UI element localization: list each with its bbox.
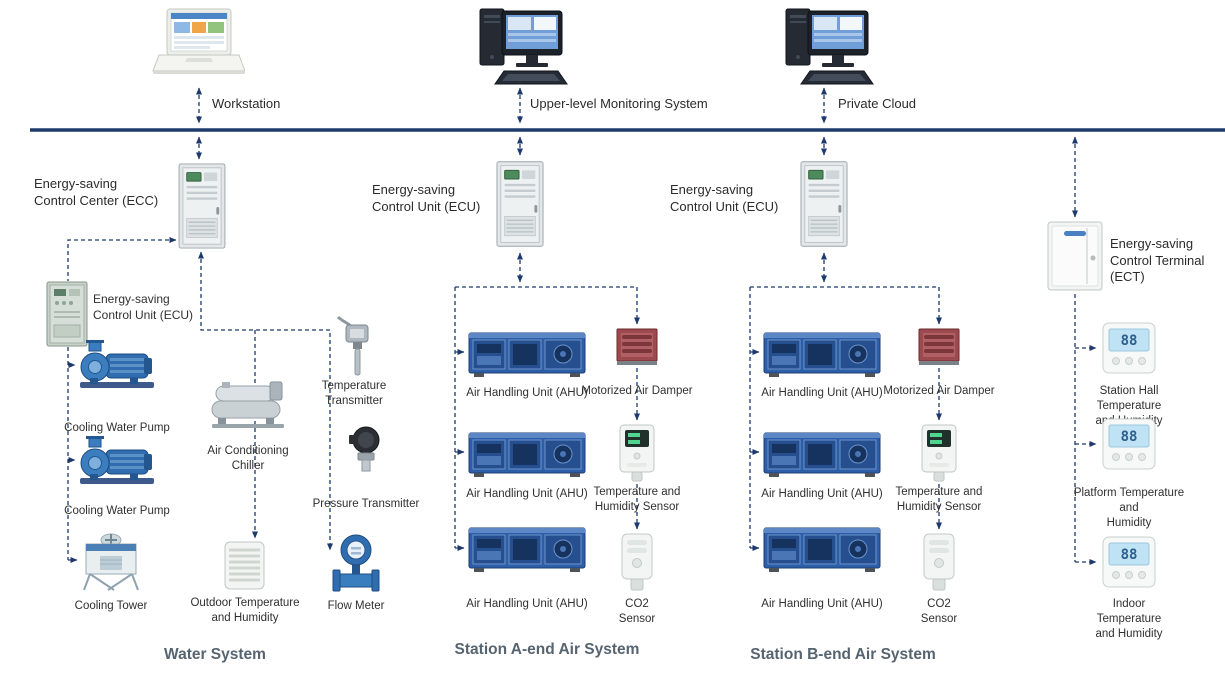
ahu-b2-label: Air Handling Unit (AHU) [761,488,883,500]
co2-sensor-b-label: CO2 Sensor [920,598,958,625]
ecc-label: Energy-saving Control Center (ECC) [34,176,159,208]
outdoor-temp-humidity-sensor-icon [222,540,267,592]
cooling-water-pump-2-label: Cooling Water Pump [64,505,170,517]
cooling-water-pump-1-icon [78,340,156,390]
flow-meter-label: Flow Meter [327,600,385,612]
temp-humidity-sensor-b-label: Temperature and Humidity Sensor [895,486,983,513]
ect-box-icon [1046,220,1104,292]
temp-humidity-sensor-a-icon [617,424,657,482]
station-a-title: Station A-end Air System [454,641,640,658]
thermostat-indoor-icon [1102,536,1156,588]
temp-humidity-sensor-a-label: Temperature and Humidity Sensor [593,486,681,513]
pressure-transmitter-icon [345,425,387,475]
ahu-b1-icon [763,330,881,378]
ahu-a1-label: Air Handling Unit (AHU) [466,387,588,399]
ahu-a2-label: Air Handling Unit (AHU) [466,488,588,500]
ahu-a3-label: Air Handling Unit (AHU) [466,598,588,610]
water-system-title: Water System [164,646,266,663]
cooling-tower-icon [80,530,142,592]
ahu-b3-icon [763,525,881,573]
ahu-a3-icon [468,525,586,573]
private-cloud-label: Private Cloud [838,96,917,111]
temperature-transmitter-label: Temperature Transmitter [321,380,387,407]
ahu-b1-label: Air Handling Unit (AHU) [761,387,883,399]
motorized-air-damper-b-label: Motorized Air Damper [883,385,995,397]
monitoring-system-desktop-icon [474,5,569,87]
temperature-transmitter-icon [332,315,377,377]
ecu-water-label: Energy-saving Control Unit (ECU) [93,292,194,322]
ecu-a-cabinet-icon [496,158,544,250]
co2-sensor-a-label: CO2 Sensor [618,598,656,625]
co2-sensor-a-icon [619,533,655,591]
flow-meter-icon [332,532,380,592]
ahu-a1-icon [468,330,586,378]
workstation-laptop-icon [150,8,245,80]
ecc-cabinet-icon [176,163,228,249]
thermostat-platform-icon [1102,418,1156,470]
ecu-a-label: Energy-saving Control Unit (ECU) [372,182,481,214]
workstation-label: Workstation [212,96,281,111]
motorized-air-damper-b-icon [918,328,960,366]
co2-sensor-b-icon [921,533,957,591]
ahu-b2-icon [763,430,881,478]
ahu-b3-label: Air Handling Unit (AHU) [761,598,883,610]
station-b-title: Station B-end Air System [750,646,936,663]
ect-label: Energy-saving Control Terminal (ECT) [1110,236,1205,285]
motorized-air-damper-a-icon [616,328,658,366]
ecu-b-label: Energy-saving Control Unit (ECU) [670,182,779,214]
indoor-temp-humidity-label: Indoor Temperature and Humidity [1095,598,1163,640]
ecu-b-cabinet-icon [800,158,848,250]
outdoor-temp-humidity-label: Outdoor Temperature and Humidity [190,597,300,624]
platform-temp-humidity-label: Platform Temperature and Humidity [1073,487,1185,529]
ahu-a2-icon [468,430,586,478]
air-conditioning-chiller-label: Air Conditioning Chiller [207,445,289,472]
pressure-transmitter-label: Pressure Transmitter [312,498,420,510]
cooling-water-pump-2-icon [78,436,156,486]
monitoring-system-label: Upper-level Monitoring System [530,96,708,111]
temp-humidity-sensor-b-icon [919,424,959,482]
cooling-water-pump-1-label: Cooling Water Pump [64,422,170,434]
private-cloud-desktop-icon [780,5,875,87]
air-conditioning-chiller-icon [208,380,288,430]
cooling-tower-label: Cooling Tower [74,600,148,612]
ecu-water-cabinet-icon [46,281,88,347]
motorized-air-damper-a-label: Motorized Air Damper [581,385,693,397]
thermostat-station-hall-icon [1102,322,1156,374]
